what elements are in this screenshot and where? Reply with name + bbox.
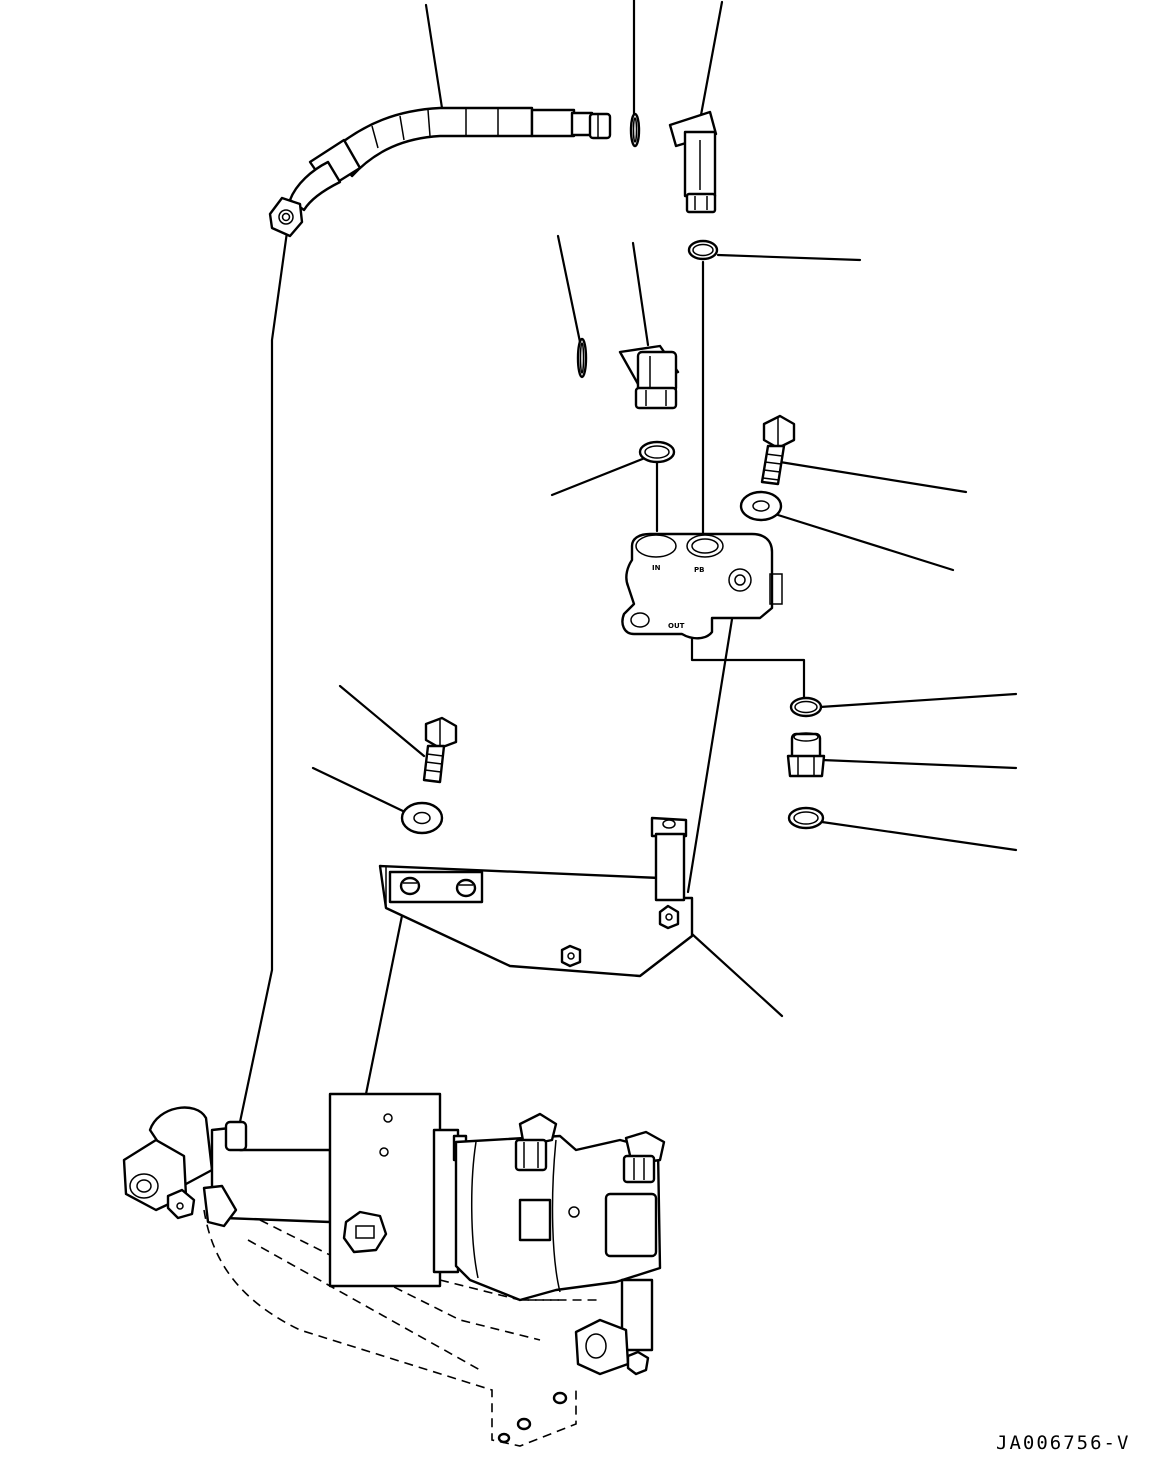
leader-oring-pb bbox=[716, 253, 862, 262]
o-ring-in bbox=[638, 440, 676, 464]
elbow-fitting-mid bbox=[618, 344, 680, 410]
hose-assembly bbox=[268, 106, 612, 238]
leader-bracket-bolt-to-pump bbox=[364, 884, 410, 1096]
mounting-bracket bbox=[378, 816, 694, 978]
washer-right bbox=[739, 490, 783, 522]
connector-fitting bbox=[786, 732, 826, 778]
o-ring-right-b bbox=[787, 806, 825, 830]
leader-oring-mid-left bbox=[556, 234, 582, 344]
valve-block: IN PB OUT bbox=[621, 532, 783, 640]
leader-oring-right-a bbox=[818, 692, 1018, 709]
leader-bolt-left bbox=[338, 684, 426, 758]
o-ring-right-a bbox=[789, 696, 823, 718]
leader-washer-right bbox=[776, 513, 955, 572]
bolt-right bbox=[760, 414, 796, 486]
port-label-in: IN bbox=[652, 564, 661, 572]
leader-connector bbox=[820, 758, 1018, 770]
leader-valve-to-bracket bbox=[686, 580, 740, 894]
drawing-code-label: JA006756-V bbox=[996, 1432, 1131, 1454]
leader-hose-fitting-to-pump bbox=[238, 230, 289, 1124]
leader-oring-in bbox=[550, 456, 647, 497]
elbow-fitting-top bbox=[668, 110, 718, 214]
o-ring-mid-left bbox=[576, 337, 588, 379]
leader-out-port bbox=[690, 634, 806, 700]
o-ring-pb bbox=[687, 239, 719, 261]
port-label-out: OUT bbox=[668, 622, 685, 630]
leader-washer-left bbox=[311, 766, 407, 814]
port-label-pb: PB bbox=[694, 566, 704, 574]
washer-left bbox=[400, 801, 444, 835]
leader-elbow-top bbox=[699, 0, 724, 117]
o-ring-top bbox=[629, 112, 641, 148]
leader-bracket bbox=[690, 932, 784, 1018]
pump-assembly bbox=[122, 1092, 666, 1447]
leader-elbow-mid bbox=[631, 241, 650, 347]
leader-hose bbox=[424, 3, 444, 110]
leader-lines bbox=[238, 0, 1018, 1124]
leader-bolt-right bbox=[778, 460, 968, 494]
leader-oring-right-b bbox=[820, 820, 1018, 852]
bolt-left bbox=[422, 716, 458, 784]
